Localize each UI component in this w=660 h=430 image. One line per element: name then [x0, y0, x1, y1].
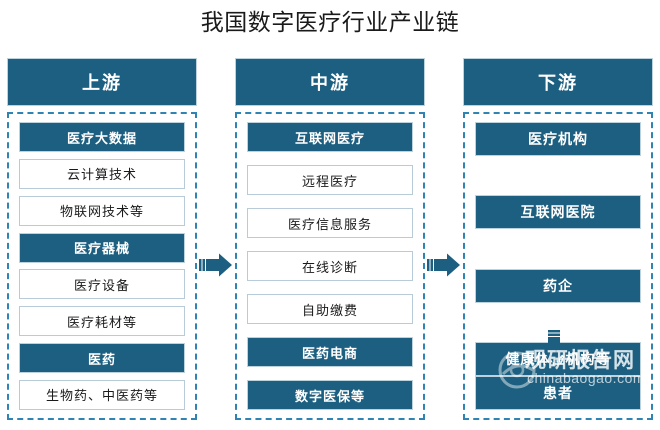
node-downstream-1[interactable]: 医疗机构 — [475, 122, 641, 156]
node-midstream-5[interactable]: 自助缴费 — [247, 294, 413, 324]
column-upstream: 上游 医疗大数据 云计算技术 物联网技术等 医疗器械 医疗设备 医疗耗材等 医药… — [7, 58, 197, 420]
node-upstream-6[interactable]: 医疗耗材等 — [19, 306, 185, 337]
page-title: 我国数字医疗行业产业链 — [200, 10, 460, 35]
node-midstream-3[interactable]: 医疗信息服务 — [247, 208, 413, 238]
node-downstream-2[interactable]: 互联网医院 — [475, 195, 641, 230]
node-upstream-3[interactable]: 物联网技术等 — [19, 195, 185, 226]
node-upstream-5[interactable]: 医疗设备 — [19, 269, 185, 300]
node-midstream-4[interactable]: 在线诊断 — [247, 251, 413, 281]
column-body-upstream: 医疗大数据 云计算技术 物联网技术等 医疗器械 医疗设备 医疗耗材等 医药 生物… — [7, 112, 197, 420]
node-upstream-4[interactable]: 医疗器械 — [19, 232, 185, 263]
column-header-downstream: 下游 — [463, 58, 653, 106]
node-midstream-6[interactable]: 医药电商 — [247, 337, 413, 367]
column-header-upstream: 上游 — [7, 58, 197, 106]
node-midstream-7[interactable]: 数字医保等 — [247, 380, 413, 410]
arrow-midstream-to-downstream-icon — [427, 253, 460, 277]
arrow-upstream-to-midstream-icon — [199, 253, 232, 277]
node-midstream-2[interactable]: 远程医疗 — [247, 165, 413, 195]
column-header-midstream: 中游 — [235, 58, 425, 106]
node-midstream-1[interactable]: 互联网医疗 — [247, 122, 413, 152]
column-midstream: 中游 互联网医疗 远程医疗 医疗信息服务 在线诊断 自助缴费 医药电商 数字医保… — [235, 58, 425, 420]
node-upstream-2[interactable]: 云计算技术 — [19, 158, 185, 189]
node-upstream-7[interactable]: 医药 — [19, 343, 185, 374]
column-body-downstream: 医疗机构 互联网医院 药企 健康体检机构等 患者 — [463, 112, 653, 420]
node-upstream-8[interactable]: 生物药、中医药等 — [19, 379, 185, 410]
column-body-midstream: 互联网医疗 远程医疗 医疗信息服务 在线诊断 自助缴费 医药电商 数字医保等 — [235, 112, 425, 420]
column-downstream: 下游 医疗机构 互联网医院 药企 健康体检机构等 患者 — [463, 58, 653, 420]
node-downstream-5[interactable]: 患者 — [475, 376, 641, 410]
node-upstream-1[interactable]: 医疗大数据 — [19, 122, 185, 152]
arrow-institutions-to-patient-icon — [541, 330, 567, 363]
node-downstream-3[interactable]: 药企 — [475, 268, 641, 303]
